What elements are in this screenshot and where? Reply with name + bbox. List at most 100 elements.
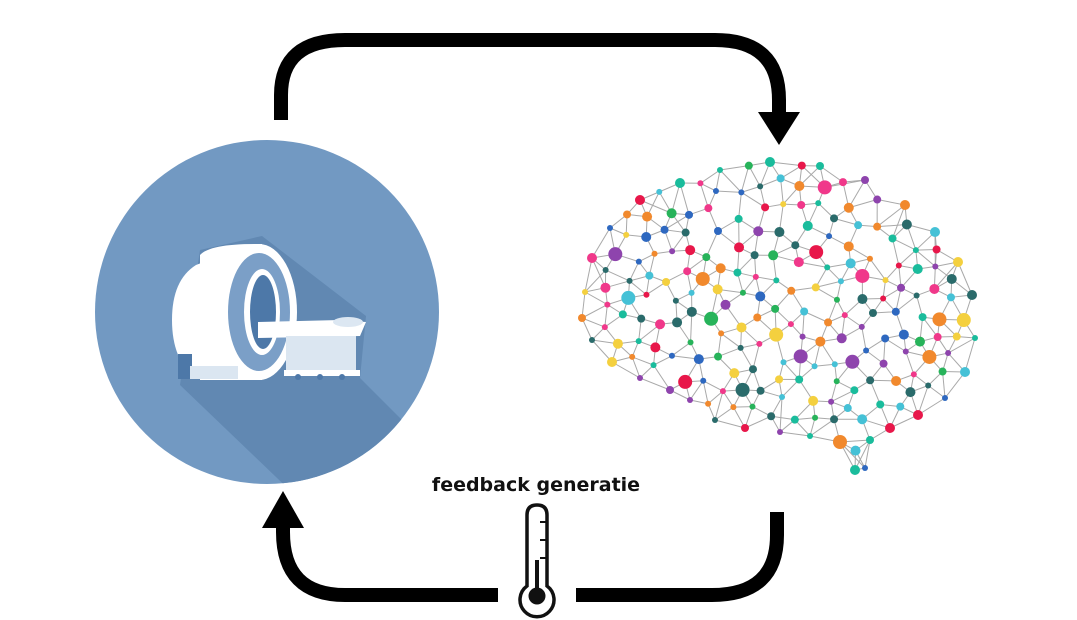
network-edge [707, 390, 724, 405]
network-node [799, 333, 806, 340]
network-node [712, 284, 723, 295]
network-edge [830, 381, 838, 402]
network-node [608, 247, 623, 262]
network-edge [833, 217, 859, 226]
network-node [685, 210, 694, 219]
network-edge [869, 380, 881, 405]
network-node [626, 277, 633, 284]
network-edge [885, 265, 900, 281]
network-node [816, 162, 824, 170]
network-node [895, 262, 902, 269]
network-node [637, 314, 646, 323]
network-node [891, 307, 900, 316]
network-edge [581, 304, 608, 319]
network-node [800, 307, 809, 316]
network-edge [889, 414, 919, 429]
network-edge [826, 267, 842, 282]
network-node [914, 336, 925, 347]
network-edge [653, 364, 671, 391]
network-edge [741, 191, 766, 208]
network-node [888, 234, 897, 243]
network-node [811, 283, 820, 292]
network-edge [854, 439, 871, 471]
network-edge [895, 295, 917, 313]
network-edge [769, 161, 802, 167]
network-edge [917, 385, 929, 416]
network-node [854, 221, 863, 230]
network-edge [884, 338, 907, 352]
network-node [880, 295, 887, 302]
network-edge [605, 269, 630, 282]
network-edge [814, 363, 835, 367]
network-node [645, 271, 654, 280]
network-node [831, 361, 838, 368]
network-node [669, 248, 676, 255]
network-edge [591, 227, 611, 259]
network-node [637, 375, 643, 381]
network-nodes [578, 157, 978, 475]
network-edge [819, 165, 844, 183]
scanner-stand [178, 354, 192, 379]
network-node [826, 233, 833, 240]
network-node [714, 352, 723, 361]
network-edge [653, 355, 673, 366]
network-edge [671, 341, 691, 357]
network-node [688, 289, 695, 296]
network-edge [790, 290, 805, 312]
network-edge [679, 182, 690, 215]
network-node [833, 435, 847, 449]
network-node [808, 395, 819, 406]
top-arrow [274, 33, 800, 145]
network-node [824, 264, 831, 271]
network-node [678, 374, 693, 389]
network-edge [740, 343, 760, 349]
network-edge [690, 311, 693, 343]
network-edge [944, 371, 966, 399]
network-edge [844, 314, 863, 328]
network-node [687, 397, 693, 403]
network-node [741, 424, 749, 432]
network-node [932, 263, 939, 270]
network-node [945, 350, 952, 357]
network-node [655, 319, 666, 330]
network-edge [742, 276, 757, 294]
network-edge [802, 311, 805, 337]
network-node [602, 267, 609, 274]
network-node [836, 333, 847, 344]
network-node [777, 429, 783, 435]
network-edge [733, 406, 753, 408]
network-node [956, 313, 971, 328]
network-node [845, 258, 856, 269]
network-node [866, 255, 873, 262]
top-arrow-line [274, 33, 786, 120]
top-arrow-head [758, 112, 800, 145]
network-edge [780, 165, 803, 179]
network-node [913, 410, 923, 420]
network-node [650, 362, 657, 369]
network-node [753, 313, 762, 322]
network-node [635, 258, 642, 265]
network-edge [781, 379, 800, 398]
network-node [607, 225, 613, 231]
network-node [704, 204, 713, 213]
network-node [704, 311, 719, 326]
network-node [719, 388, 726, 395]
network-node [876, 400, 885, 409]
network-edge [827, 299, 838, 323]
network-edge [803, 311, 829, 323]
network-edge [809, 418, 835, 437]
network-node [601, 324, 608, 331]
network-node [960, 367, 970, 377]
network-edge [779, 431, 811, 437]
network-node [734, 214, 743, 223]
scanner-table-pillow [333, 317, 363, 327]
network-node [938, 367, 947, 376]
network-node [623, 231, 630, 238]
network-node [666, 208, 677, 219]
network-node [733, 268, 742, 277]
network-node [739, 289, 746, 296]
network-node [858, 323, 865, 330]
network-edge [780, 178, 784, 205]
network-node [790, 415, 799, 424]
